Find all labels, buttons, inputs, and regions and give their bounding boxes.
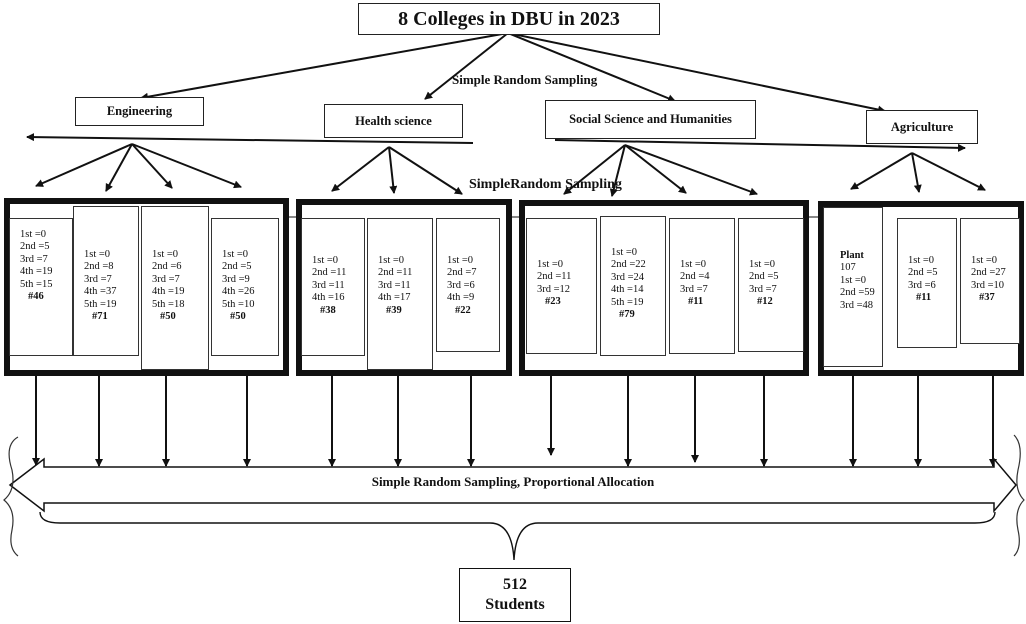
- sampling-label-bottom: Simple Random Sampling, Proportional All…: [371, 474, 655, 489]
- total-students-box: 512 Students: [459, 568, 571, 622]
- college-engineering: Engineering: [75, 97, 204, 126]
- college-social-science: Social Science and Humanities: [545, 100, 756, 139]
- college-health-science: Health science: [324, 104, 463, 138]
- diagram-title: 8 Colleges in DBU in 2023: [358, 3, 660, 35]
- college-agriculture: Agriculture: [866, 110, 978, 144]
- sampling-label-top: Simple Random Sampling: [452, 72, 598, 87]
- sampling-label-mid: SimpleRandom Sampling: [469, 177, 622, 192]
- total-students-unit: Students: [485, 596, 545, 613]
- total-students-value: 512: [503, 576, 527, 593]
